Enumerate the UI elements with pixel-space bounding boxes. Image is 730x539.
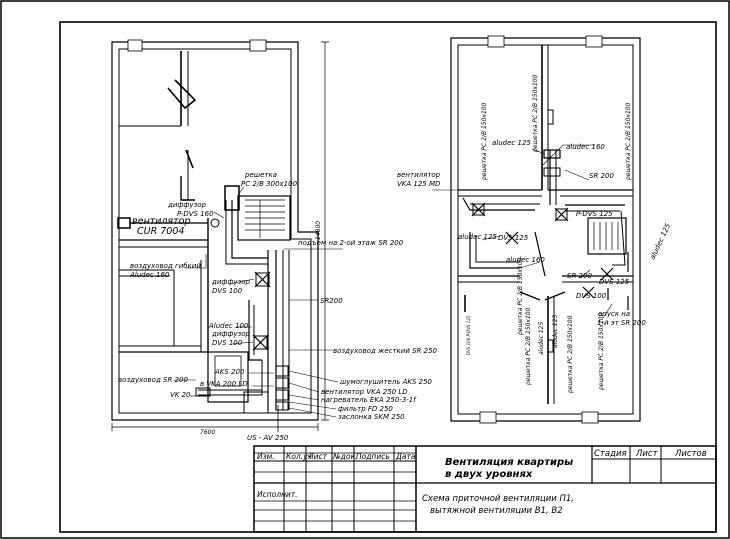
- label-sr-200-b: SR 200: [567, 272, 592, 280]
- tb-list: Лист: [635, 449, 659, 459]
- label-opusk: опуск на: [598, 310, 630, 318]
- label-nagrevatel: нагреватель EKA 250-3-1f: [321, 396, 417, 404]
- label-aludec-100: Aludec 100: [208, 322, 249, 330]
- label-dvs-125-a: DVS 125: [498, 234, 529, 242]
- label-dim-7600: 7600: [200, 429, 215, 436]
- label-resh-150-g: решетка PC 2/B 150x100: [517, 257, 524, 336]
- label-vk-20: VK 20: [170, 391, 191, 399]
- label-vka-200: в VKA 200 LD: [200, 380, 248, 388]
- right-plan-labels: решетка PC 2/B 150x100 решетка PC 2/B 15…: [397, 74, 672, 394]
- label-aludec-160: Aludec 160: [129, 271, 170, 279]
- label-aludec-125-a: aludec 125: [492, 139, 531, 147]
- label-resh-150-e: решетка PC 2/B 150x100: [567, 315, 574, 394]
- label-aludec-125-e: aludec 125: [552, 315, 559, 348]
- label-sr-200-a: SR 200: [589, 172, 614, 180]
- label-vozduhovod-gibkiy: воздуховод гибкий: [130, 262, 201, 270]
- label-diffuzor-3: диффузор: [211, 330, 251, 338]
- label-ventilyator-r: вентилятор: [397, 171, 441, 179]
- label-resh-150-c: решетка PC 2/B 150x100: [625, 102, 632, 181]
- tb-header-izm: Изм.: [257, 452, 275, 461]
- tb-desc-2: вытяжной вентиляции В1, В2: [430, 506, 563, 516]
- label-aludec-125-d: aludec 125: [538, 322, 545, 355]
- title-block-text: Изм. Кол.уч Лист №док. Подпись Дата Испо…: [257, 449, 707, 516]
- tb-title-2: в двух уровнях: [445, 469, 533, 480]
- label-dim-14800: 14800: [315, 221, 322, 240]
- label-opusk2: 1-й эт SR 200: [597, 319, 646, 327]
- label-reshetka: решетка: [244, 171, 277, 179]
- label-filtr: фильтр FD 250: [338, 405, 393, 413]
- label-vka-125: VKA 125 MD: [397, 180, 441, 188]
- tb-desc-1: Схема приточной вентиляции П1,: [422, 494, 574, 504]
- label-dvs-125-b: DVS 125: [599, 278, 630, 286]
- label-resh-150-f: решетка PC 2/B 150x100: [598, 312, 605, 391]
- label-aludec-160-a: aludec 160: [566, 143, 605, 151]
- label-aks-200: AKS 200: [214, 368, 245, 376]
- tb-stadiya: Стадия: [594, 449, 627, 459]
- title-block: [253, 445, 717, 533]
- label-p-dvs-125: P-DVS 125: [576, 210, 613, 218]
- left-floor-plan: [111, 39, 343, 432]
- label-tiny-note: DVS 100 P-DVS 125: [466, 315, 471, 355]
- label-zaslonka: заслонка SKM 250: [338, 413, 405, 421]
- label-rc-300: PC 2/B 300x100: [241, 180, 298, 188]
- label-podem: подъем на 2-ой этаж SR 200: [298, 239, 404, 247]
- tb-listov: Листов: [674, 449, 707, 459]
- tb-header-data: Дата: [395, 452, 416, 461]
- label-aludec-125-c: aludec 125: [649, 222, 673, 261]
- label-dvs-100: DVS 100: [576, 292, 607, 300]
- right-floor-plan: [432, 35, 641, 424]
- label-aludec-160-b: aludec 160: [506, 256, 545, 264]
- label-vozduhovod-sr200: воздуховод SR 200: [118, 376, 188, 384]
- label-dvs-100-b: DVS 100: [212, 339, 243, 347]
- label-ventilyator-vka: вентилятор VKA 250 LD: [321, 388, 408, 396]
- label-shumoglushitel: шумоглушитель AKS 250: [340, 378, 433, 386]
- tb-header-list: Лист: [307, 452, 328, 461]
- label-resh-150-a: решетка PC 2/B 150x100: [532, 74, 539, 153]
- label-ventilyator: вентилятор: [132, 216, 191, 227]
- label-p-dvs-160: P-DVS 160: [177, 210, 214, 218]
- label-aludec-125-b: aludec 125: [458, 233, 497, 241]
- tb-header-ndok: №док.: [332, 452, 358, 461]
- tb-title-1: Вентиляция квартиры: [445, 457, 573, 468]
- label-us-av: US - AV 250: [247, 434, 289, 442]
- label-diffuzor-1: диффузор: [167, 201, 207, 209]
- tb-header-podpis: Подпись: [356, 452, 390, 461]
- label-sr200: SR200: [320, 297, 343, 305]
- tb-ispolnit: Исполнит.: [257, 490, 298, 499]
- label-resh-150-d: решетка PC 2/B 150x100: [525, 307, 532, 386]
- label-diffuzor-2: диффузор: [211, 278, 251, 286]
- left-plan-labels: решетка PC 2/B 300x100 диффузор P-DVS 16…: [118, 171, 438, 442]
- label-cur-7004: CUR 7004: [137, 226, 184, 237]
- label-dvs-100-a: DVS 100: [212, 287, 243, 295]
- label-vozduhovod-zhestkiy: воздуховод жесткий SR 250: [333, 347, 438, 355]
- label-resh-150-b: решетка PC 2/B 150x100: [481, 102, 488, 181]
- tb-header-koluch: Кол.уч: [286, 452, 313, 461]
